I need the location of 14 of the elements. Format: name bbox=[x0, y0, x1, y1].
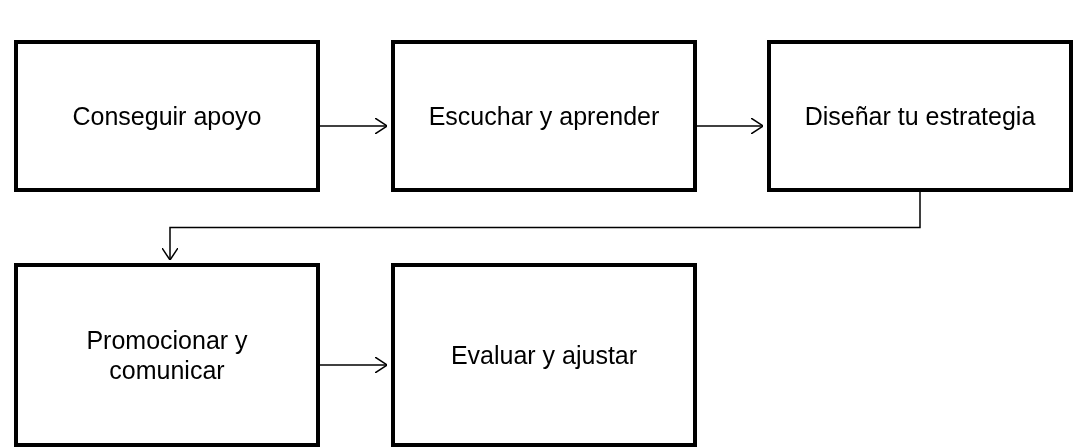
step-label: Escuchar y aprender bbox=[427, 101, 661, 131]
step-label: Evaluar y ajustar bbox=[449, 340, 639, 370]
process-box bbox=[391, 263, 697, 447]
arrow bbox=[319, 356, 388, 374]
process-box bbox=[14, 40, 320, 192]
process-box bbox=[767, 40, 1073, 192]
process-box bbox=[14, 263, 320, 447]
process-box bbox=[391, 40, 697, 192]
step-label: Promocionar y comunicar bbox=[85, 325, 249, 385]
step-label: Conseguir apoyo bbox=[71, 101, 263, 131]
arrow bbox=[161, 191, 921, 261]
arrow bbox=[319, 117, 388, 135]
step-label: Diseñar tu estrategia bbox=[803, 101, 1037, 131]
arrow bbox=[696, 117, 764, 135]
